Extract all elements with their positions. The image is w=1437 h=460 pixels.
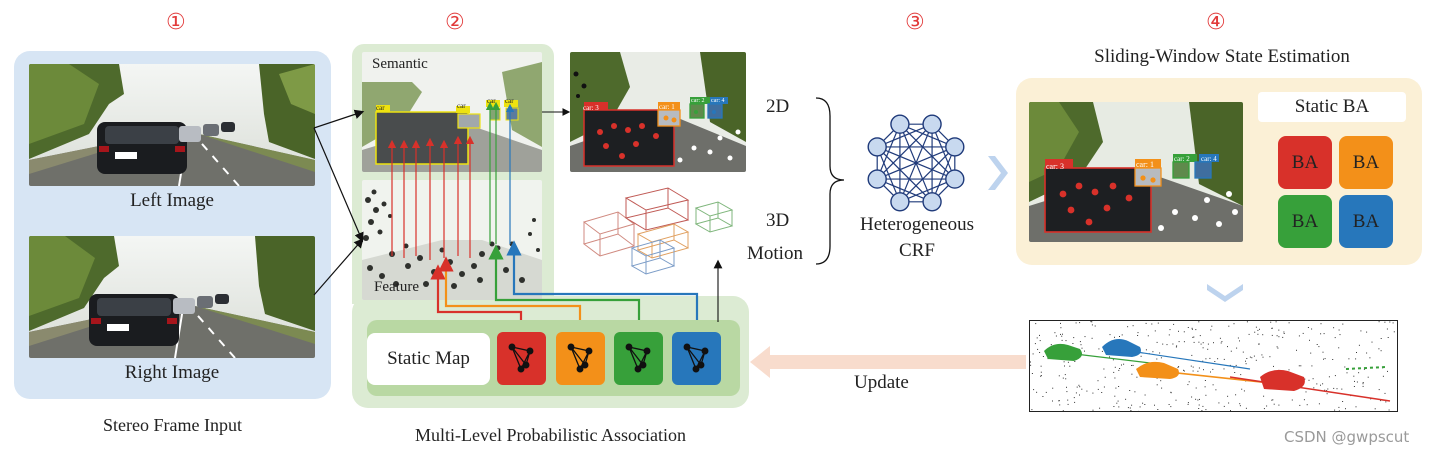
ba-red: BA	[1278, 136, 1332, 189]
left-image	[29, 64, 315, 186]
crf-node	[945, 137, 965, 157]
static-ba-box: Static BA	[1258, 92, 1406, 122]
label-motion: Motion	[747, 243, 803, 264]
ba-blue: BA	[1339, 195, 1393, 248]
detection-tag-3: car: 2	[691, 98, 705, 104]
detection-tag-2: car: 1	[659, 103, 675, 111]
association-arrows	[387, 101, 699, 336]
crf-node	[890, 114, 910, 134]
crf-node	[867, 137, 887, 157]
car-tag-1: car	[376, 104, 385, 112]
label-2d: 2D	[766, 96, 790, 117]
update-arrow	[750, 346, 1026, 378]
red-object-map	[497, 332, 546, 385]
stereo-caption: Stereo Frame Input	[103, 415, 242, 435]
crf-node	[867, 169, 887, 189]
blue-object-map	[672, 332, 721, 385]
chevron-right-icon	[988, 156, 1008, 190]
step-number-4: ④	[1206, 10, 1226, 35]
static-map-box: Static Map	[367, 333, 490, 385]
feature-label: Feature	[374, 279, 419, 295]
car-tag-4: car	[505, 97, 514, 105]
car-tag-2: car	[457, 102, 466, 110]
right-image	[29, 236, 315, 358]
semantic-image	[362, 52, 542, 172]
crf-node	[922, 114, 942, 134]
watermark: CSDN @gwpscut	[1284, 428, 1410, 446]
ba-green: BA	[1278, 195, 1332, 248]
map-to-3d-arrow	[713, 259, 723, 322]
sliding-window-title: Sliding-Window State Estimation	[1094, 46, 1350, 67]
brace	[815, 97, 845, 265]
ba-orange: BA	[1339, 136, 1393, 189]
crf-node	[922, 192, 942, 212]
left-image-label: Left Image	[130, 190, 214, 211]
sliding-window-image	[1029, 102, 1243, 242]
car-tag-3: car	[487, 97, 496, 105]
crf-graph	[867, 114, 965, 212]
3d-box-wireframes	[582, 187, 734, 275]
step-number-3: ③	[905, 10, 925, 35]
detection-tag-4: car: 4	[711, 98, 725, 104]
step-number-2: ②	[445, 10, 465, 35]
sw-tag-3: car: 2	[1174, 155, 1190, 163]
step-number-1: ①	[166, 10, 186, 35]
detection-tag-1: car: 3	[583, 104, 599, 112]
update-label: Update	[854, 372, 909, 393]
chevron-down-icon	[1207, 284, 1243, 302]
detection-image	[570, 52, 746, 172]
crf-node	[890, 192, 910, 212]
stereo-to-association-arrows	[313, 109, 365, 296]
sw-tag-1: car: 3	[1046, 162, 1064, 171]
3d-map-view	[1029, 320, 1398, 412]
sw-tag-2: car: 1	[1136, 160, 1154, 169]
green-object-map	[614, 332, 663, 385]
crf-node	[945, 169, 965, 189]
orange-object-map	[556, 332, 605, 385]
association-caption: Multi-Level Probabilistic Association	[415, 425, 686, 445]
crf-line2: CRF	[899, 240, 935, 261]
label-3d: 3D	[766, 210, 790, 231]
semantic-label: Semantic	[372, 56, 428, 72]
right-image-label: Right Image	[124, 362, 220, 383]
sw-tag-4: car: 4	[1201, 155, 1217, 163]
crf-line1: Heterogeneous	[860, 214, 974, 235]
semantic-to-detection-arrow	[542, 108, 571, 116]
